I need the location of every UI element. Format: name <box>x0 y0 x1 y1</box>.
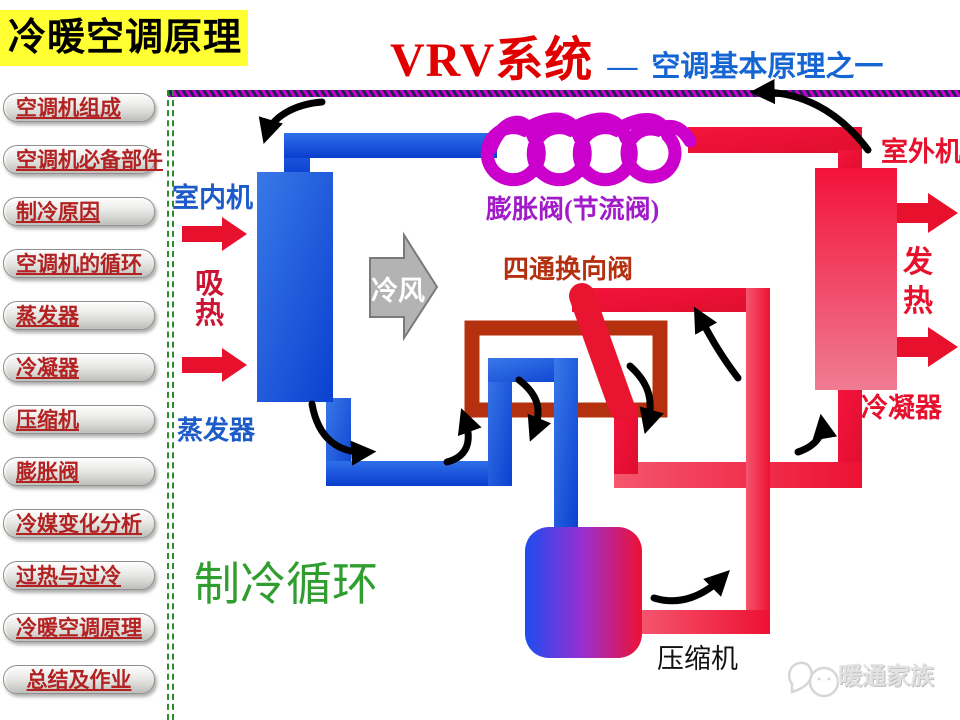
evaporator-label: 蒸发器 <box>177 416 256 445</box>
main-title-subtitle: 空调基本原理之一 <box>651 51 884 83</box>
page-title: 冷暖空调原理 <box>0 10 248 66</box>
sidebar-item-superheat-subcool[interactable]: 过热与过冷 <box>3 561 155 590</box>
sidebar-item-ac-required-parts[interactable]: 空调机必备部件 <box>3 145 163 174</box>
sidebar-item-cooling-reason[interactable]: 制冷原因 <box>3 197 155 226</box>
cold-wind-label: 冷风 <box>371 276 425 306</box>
sidebar-item-summary-homework[interactable]: 总结及作业 <box>3 665 155 694</box>
outdoor-unit-label: 室外机 <box>881 137 960 167</box>
flow-arrow-valve-to-compressor <box>515 376 552 442</box>
evaporator-shape <box>257 172 333 402</box>
cooling-cycle-label: 制冷循环 <box>194 559 378 610</box>
sidebar-item-condenser[interactable]: 冷凝器 <box>3 353 155 382</box>
flow-arrow-valve-out <box>626 362 664 435</box>
flow-arrow-riser-top <box>693 306 742 382</box>
compressor-shape <box>525 527 642 658</box>
flow-arrows <box>258 79 872 605</box>
diagram-left-border <box>167 90 174 720</box>
sidebar-item-hvac-principle[interactable]: 冷暖空调原理 <box>3 613 155 642</box>
flow-arrow-compressor-out <box>650 570 730 605</box>
sidebar-item-evaporator[interactable]: 蒸发器 <box>3 301 155 330</box>
diagram-top-border <box>168 90 960 97</box>
flow-arrow-to-evaporator <box>258 98 326 145</box>
condenser-label: 冷凝器 <box>861 393 942 423</box>
hot-pipes <box>569 127 862 634</box>
condenser-shape <box>815 168 897 390</box>
main-title: VRV系统 — 空调基本原理之一 <box>390 20 883 90</box>
heat-release-label: 发 热 <box>903 246 933 318</box>
heat-release-arrows <box>897 193 958 367</box>
sidebar-item-ac-cycle[interactable]: 空调机的循环 <box>3 249 155 278</box>
sidebar: 空调机组成 空调机必备部件 制冷原因 空调机的循环 蒸发器 冷凝器 压缩机 膨胀… <box>3 93 163 717</box>
main-title-vrv: VRV系统 <box>390 34 594 87</box>
flow-arrow-condenser-to-coil <box>749 79 872 154</box>
sidebar-item-refrigerant-analysis[interactable]: 冷媒变化分析 <box>3 509 155 538</box>
absorb-heat-arrows <box>182 217 247 382</box>
absorb-heat-label: 吸 热 <box>195 268 225 331</box>
indoor-unit-label: 室内机 <box>172 183 253 213</box>
flow-arrow-into-valve <box>443 408 482 466</box>
sidebar-item-expansion-valve[interactable]: 膨胀阀 <box>3 457 155 486</box>
flow-arrow-evaporator-out <box>308 400 377 466</box>
watermark-logo <box>788 661 840 698</box>
compressor-label: 压缩机 <box>657 644 738 674</box>
expansion-valve-coil <box>480 112 697 187</box>
watermark-text: 暖通家族 <box>838 664 934 690</box>
flow-arrow-to-condenser <box>794 413 838 456</box>
cold-pipes <box>284 133 578 530</box>
sidebar-item-ac-composition[interactable]: 空调机组成 <box>3 93 155 122</box>
cold-wind-arrow <box>369 231 439 342</box>
main-title-dash: — <box>607 50 638 83</box>
four-way-valve-label: 四通换向阀 <box>503 255 634 284</box>
sidebar-item-compressor[interactable]: 压缩机 <box>3 405 155 434</box>
expansion-valve-label: 膨胀阀(节流阀) <box>486 195 660 224</box>
